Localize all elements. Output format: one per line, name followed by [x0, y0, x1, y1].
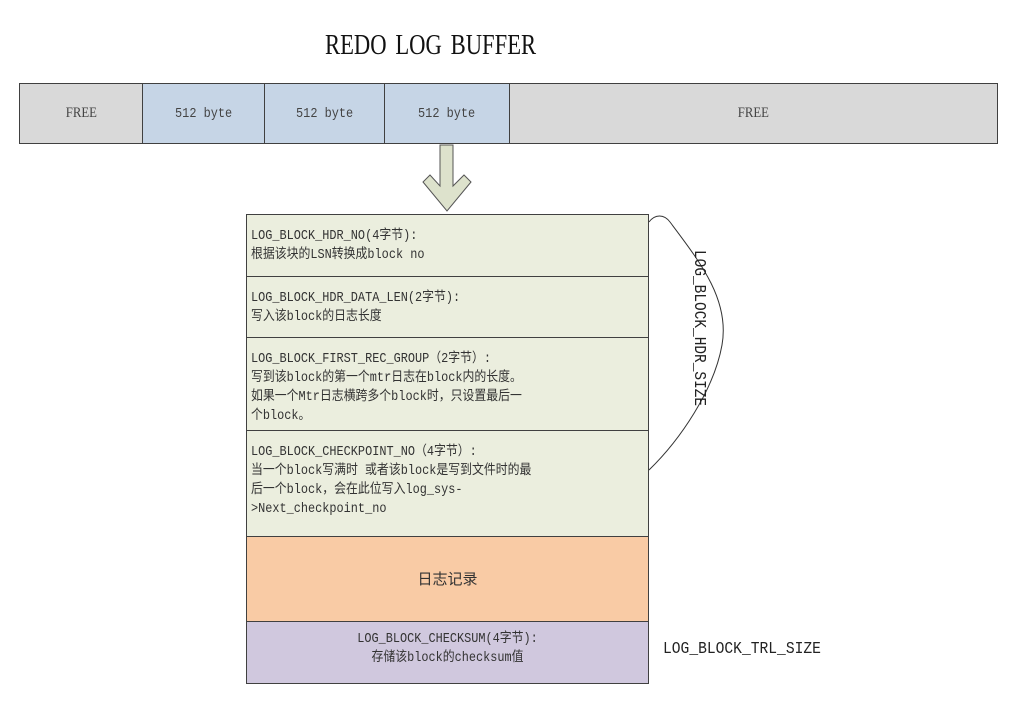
buffer-segment-block: 512 byte — [265, 84, 385, 143]
field-name: LOG_BLOCK_FIRST_REC_GROUP（2字节）: — [251, 352, 492, 367]
segment-label: FREE — [737, 105, 770, 121]
redo-log-buffer: FREE 512 byte 512 byte 512 byte FREE — [19, 83, 998, 144]
field-description: 个block。 — [251, 409, 311, 424]
buffer-segment-free: FREE — [510, 84, 997, 143]
field-log-block-checkpoint-no: LOG_BLOCK_CHECKPOINT_NO（4字节）: 当一个block写满… — [247, 431, 648, 537]
log-records-body: 日志记录 — [247, 537, 648, 622]
field-log-block-checksum: LOG_BLOCK_CHECKSUM(4字节): 存储该block的checks… — [247, 622, 648, 683]
diagram-title: REDO LOG BUFFER — [325, 29, 537, 61]
body-label: 日志记录 — [417, 569, 478, 588]
buffer-segment-block: 512 byte — [385, 84, 510, 143]
field-description: 写入该block的日志长度 — [251, 310, 382, 325]
field-log-block-hdr-data-len: LOG_BLOCK_HDR_DATA_LEN(2字节): 写入该block的日志… — [247, 277, 648, 338]
field-log-block-hdr-no: LOG_BLOCK_HDR_NO(4字节): 根据该块的LSN转换成block … — [247, 215, 648, 277]
field-description: 如果一个Mtr日志横跨多个block时，只设置最后一 — [251, 390, 522, 405]
field-description: 写到该block的第一个mtr日志在block内的长度。 — [251, 371, 522, 386]
field-description: 后一个block，会在此位写入log_sys- — [251, 483, 463, 498]
hdr-size-brace — [648, 215, 724, 471]
field-description: 存储该block的checksum值 — [371, 651, 524, 666]
segment-label: 512 byte — [418, 105, 476, 122]
segment-label: FREE — [65, 105, 97, 121]
field-description: 根据该块的LSN转换成block no — [251, 248, 425, 263]
hdr-size-label: LOG_BLOCK_HDR_SIZE — [689, 250, 708, 407]
segment-label: 512 byte — [174, 105, 233, 122]
field-description: 当一个block写满时 或者该block是写到文件时的最 — [251, 464, 532, 479]
buffer-segment-block: 512 byte — [143, 84, 265, 143]
field-name: LOG_BLOCK_CHECKPOINT_NO（4字节）: — [251, 445, 477, 460]
buffer-segment-free: FREE — [20, 84, 143, 143]
field-name: LOG_BLOCK_HDR_DATA_LEN(2字节): — [251, 291, 461, 306]
segment-label: 512 byte — [295, 105, 354, 122]
down-arrow-icon — [422, 144, 472, 212]
field-log-block-first-rec-group: LOG_BLOCK_FIRST_REC_GROUP（2字节）: 写到该block… — [247, 338, 648, 431]
field-name: LOG_BLOCK_CHECKSUM(4字节): — [357, 632, 538, 647]
trl-size-label: LOG_BLOCK_TRL_SIZE — [663, 640, 821, 659]
log-block: LOG_BLOCK_HDR_NO(4字节): 根据该块的LSN转换成block … — [246, 214, 649, 684]
field-name: LOG_BLOCK_HDR_NO(4字节): — [251, 229, 418, 244]
field-description: >Next_checkpoint_no — [251, 502, 387, 517]
